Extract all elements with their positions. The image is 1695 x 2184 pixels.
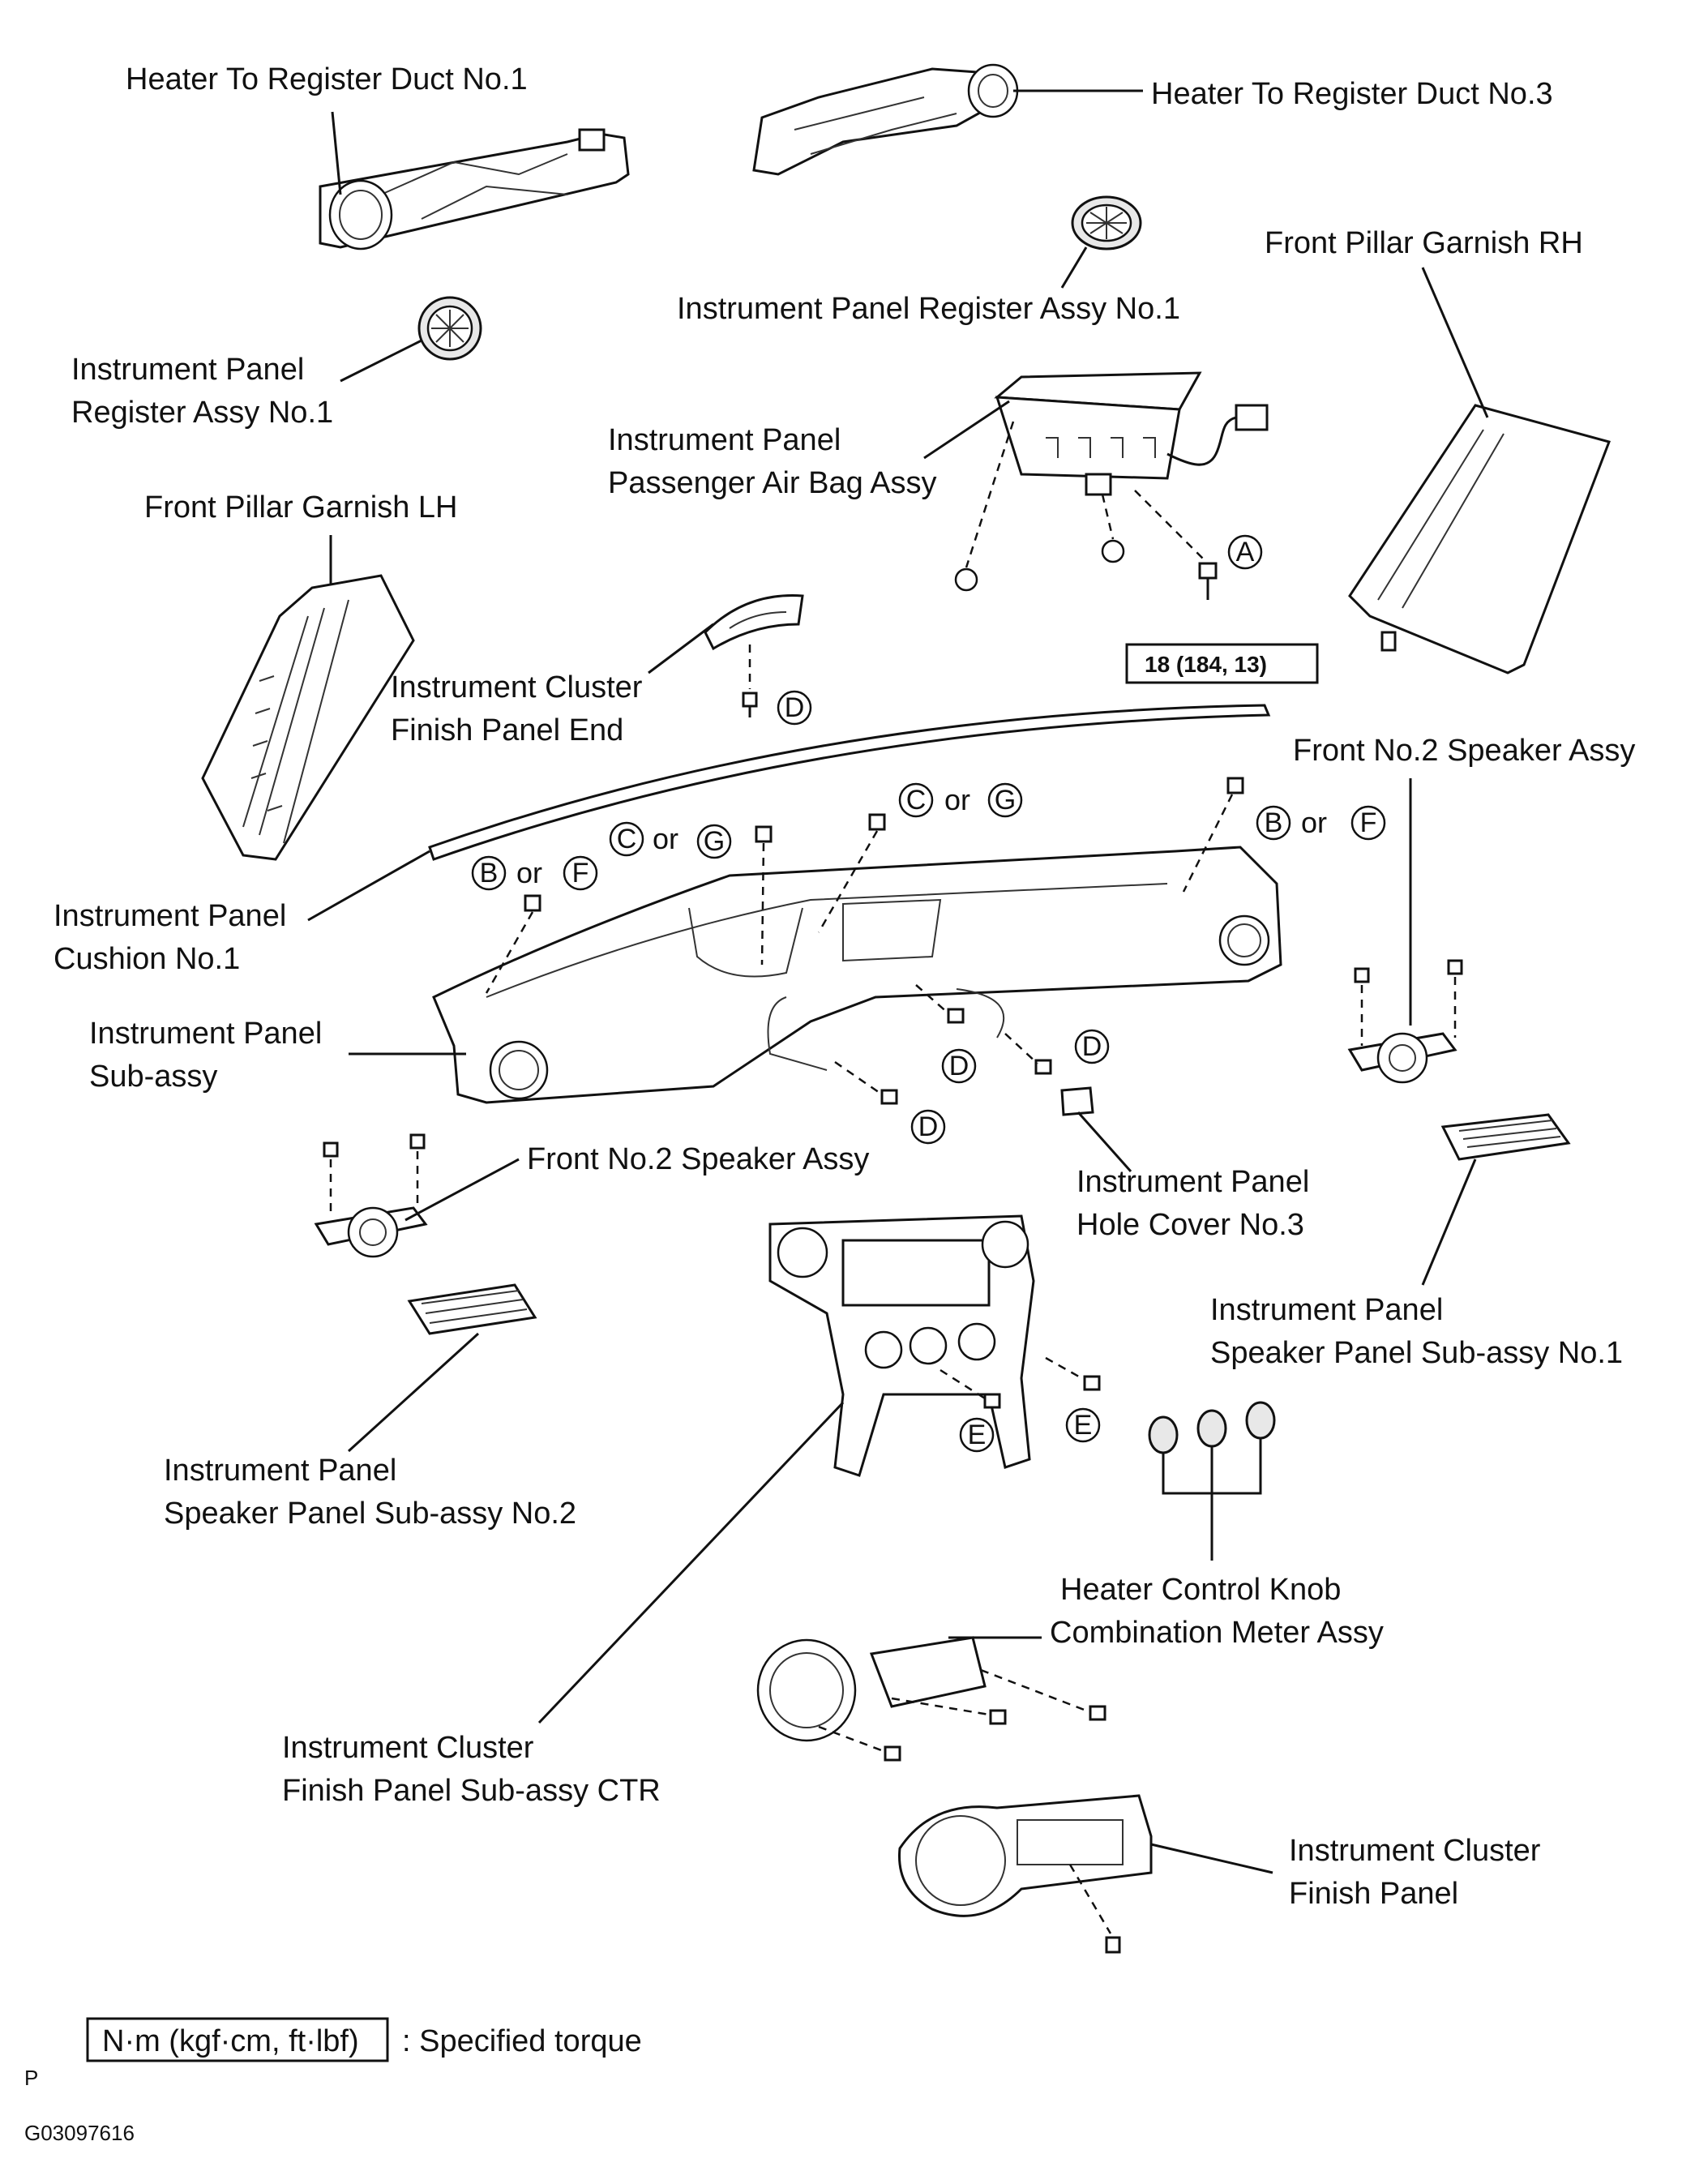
code-g: G [704,826,725,857]
label-combination-meter: Combination Meter Assy [1050,1616,1384,1650]
label-cushion-line2: Cushion No.1 [54,942,240,976]
code-c: C [617,824,637,854]
panel-bolts [485,777,1244,1409]
code-f: F [572,858,589,889]
combination-meter-part [756,1636,1106,1762]
register-assy-top-part [1071,195,1142,251]
code-g: G [995,785,1016,816]
legend-unit: N·m (kgf·cm, ft·lbf) [102,2024,359,2058]
code-c: C [906,785,927,816]
label-speaker-panel-no2-line2: Speaker Panel Sub-assy No.2 [164,1497,576,1531]
footer: P G03097616 [24,2066,135,2145]
label-speaker-right: Front No.2 Speaker Assy [1293,734,1635,768]
label-heater-duct-no1: Heater To Register Duct No.1 [126,62,528,96]
label-cushion-line1: Instrument Panel [54,899,286,933]
code-d: D [1082,1031,1102,1062]
fastener-codes: A D C or G B or F C or G B or F D D D [471,534,1386,1453]
cushion-no1-part [428,704,1271,861]
label-speaker-left: Front No.2 Speaker Assy [527,1142,869,1176]
heater-control-knobs-part [1148,1401,1276,1561]
code-a: A [1236,537,1255,567]
code-e: E [968,1420,987,1450]
figure-id: G03097616 [24,2121,135,2145]
label-finish-panel-line1: Instrument Cluster [1289,1834,1541,1868]
label-hole-cover-line1: Instrument Panel [1076,1165,1309,1199]
instrument-panel-subassy-part [432,846,1282,1104]
label-ctr-panel-line2: Finish Panel Sub-assy CTR [282,1774,661,1808]
hole-cover-no3-part [1060,1086,1094,1116]
front-pillar-garnish-lh-part [201,574,415,861]
passenger-airbag-part [954,371,1269,600]
page-letter: P [24,2066,38,2090]
label-hole-cover-line2: Hole Cover No.3 [1076,1208,1304,1242]
code-f: F [1360,807,1377,838]
label-front-pillar-lh: Front Pillar Garnish LH [144,490,457,525]
or-text: or [653,822,678,855]
code-b: B [480,858,499,889]
label-cluster-end-line1: Instrument Cluster [391,670,643,704]
front-pillar-garnish-rh-part [1348,404,1611,674]
legend-description: : Specified torque [402,2024,642,2058]
label-front-pillar-rh: Front Pillar Garnish RH [1265,226,1583,260]
label-speaker-panel-no1-line2: Speaker Panel Sub-assy No.1 [1210,1336,1623,1370]
label-register-assy-left-line1: Instrument Panel [71,353,304,387]
heater-duct-no3-part [752,63,1019,176]
label-subassy-line1: Instrument Panel [89,1017,322,1051]
speaker-panel-no1-part [1440,1113,1571,1161]
code-b: B [1265,807,1283,838]
label-airbag-line2: Passenger Air Bag Assy [608,466,937,500]
label-speaker-panel-no1-line1: Instrument Panel [1210,1293,1443,1327]
cluster-finish-panel-part [898,1794,1153,1954]
code-d: D [949,1051,969,1081]
speaker-panel-no2-part [407,1283,537,1335]
or-text: or [516,856,542,889]
leader-lines [307,89,1489,1874]
label-subassy-line2: Sub-assy [89,1060,217,1094]
label-airbag-line1: Instrument Panel [608,423,841,457]
label-speaker-panel-no2-line1: Instrument Panel [164,1454,396,1488]
part-labels: Heater To Register Duct No.1 Heater To R… [54,62,1635,1911]
label-finish-panel-line2: Finish Panel [1289,1877,1458,1911]
code-d: D [785,692,805,723]
label-register-assy-top: Instrument Panel Register Assy No.1 [677,292,1180,326]
label-heater-duct-no3: Heater To Register Duct No.3 [1151,77,1553,111]
cluster-finish-panel-end-part [704,594,804,717]
speaker-left-part [314,1133,428,1258]
label-ctr-panel-line1: Instrument Cluster [282,1731,534,1765]
cluster-finish-panel-ctr-part [768,1214,1035,1477]
code-d: D [918,1111,939,1142]
heater-duct-no1-part [319,128,630,251]
register-assy-left-part [417,296,482,361]
label-register-assy-left-line2: Register Assy No.1 [71,396,333,430]
code-e: E [1074,1410,1093,1441]
label-cluster-end-line2: Finish Panel End [391,713,623,747]
legend: N·m (kgf·cm, ft·lbf) : Specified torque [86,2017,642,2062]
torque-spec-box: 18 (184, 13) [1125,643,1319,684]
torque-value: 18 (184, 13) [1145,652,1267,677]
or-text: or [944,783,970,816]
label-heater-control-knob: Heater Control Knob [1060,1573,1341,1607]
speaker-right-part [1347,959,1463,1084]
or-text: or [1301,806,1327,839]
